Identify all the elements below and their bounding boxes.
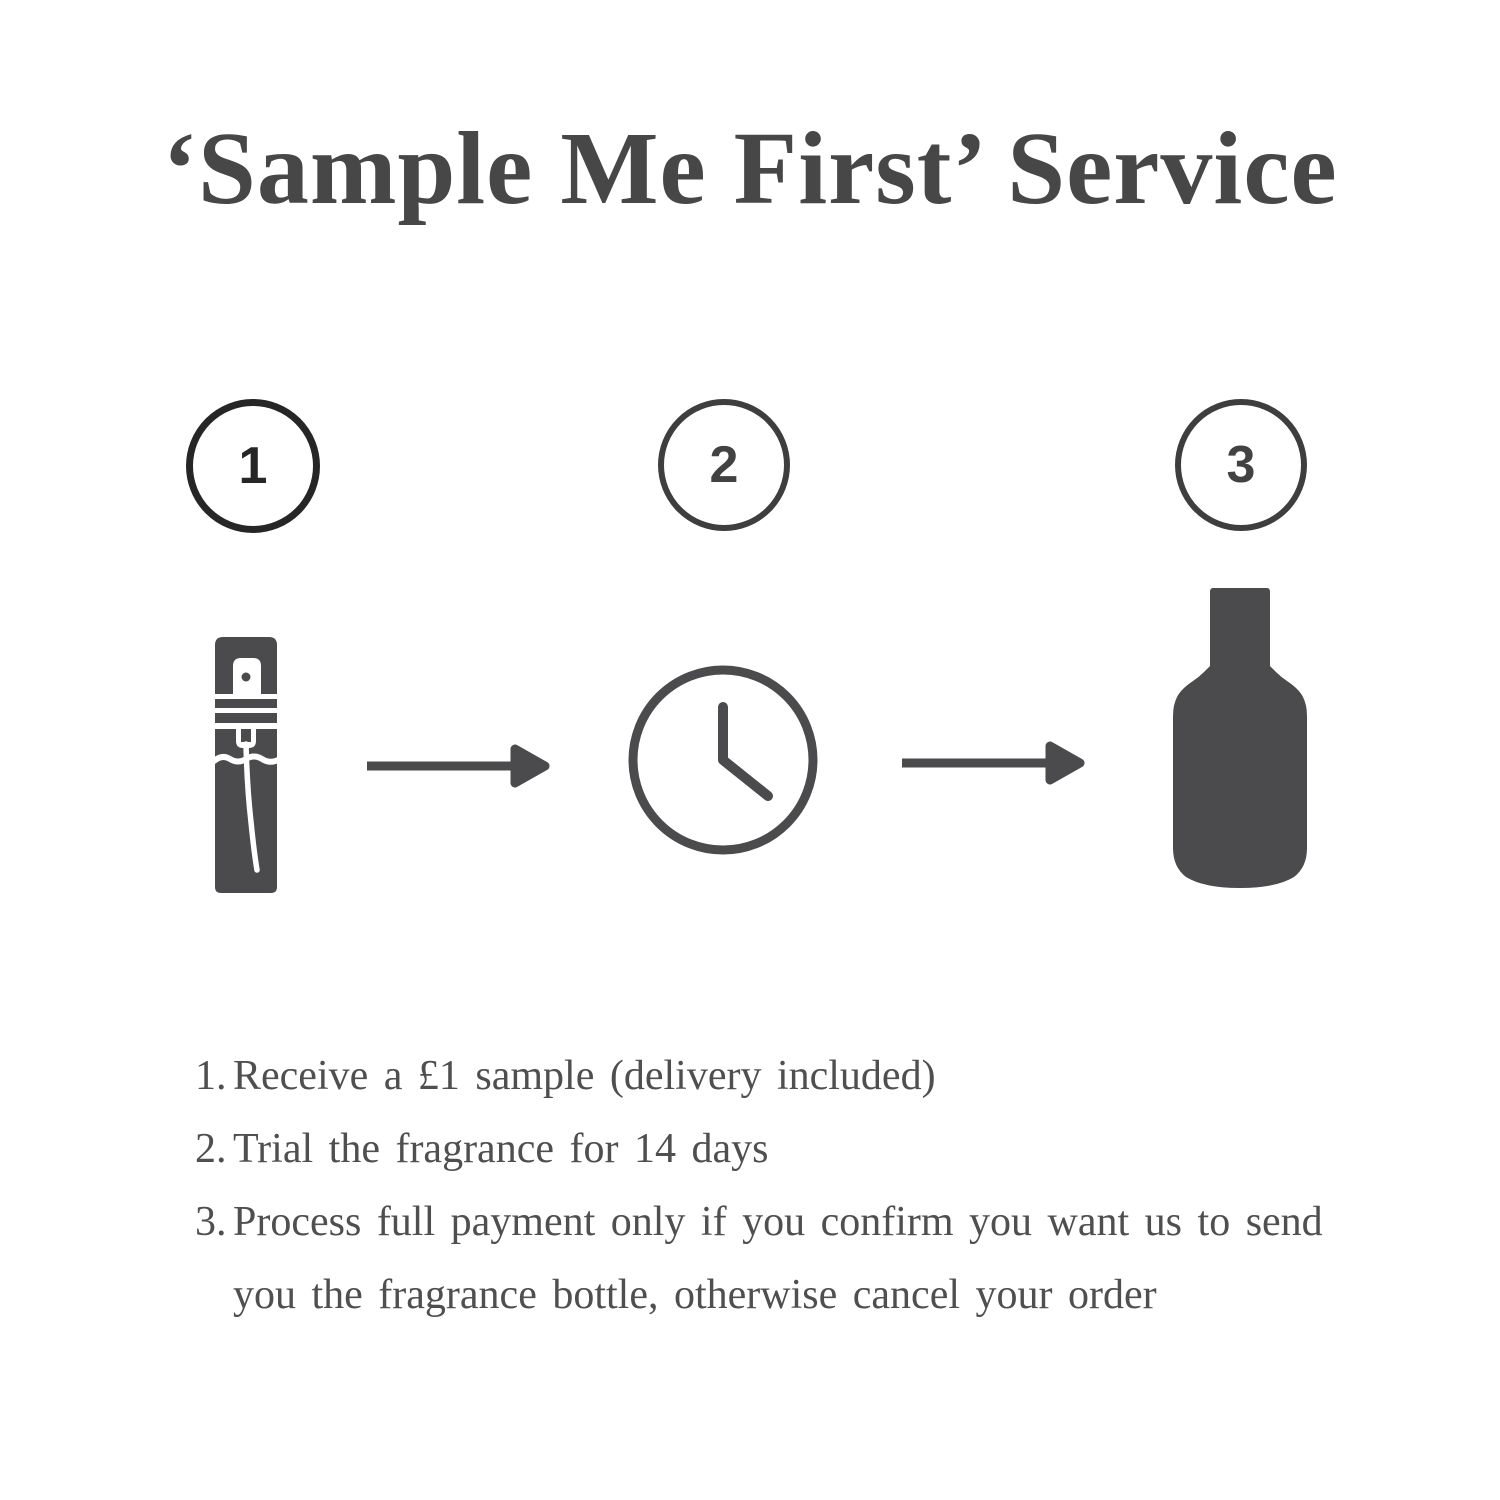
instruction-2-text: Trial the fragrance for 14 days (233, 1126, 769, 1172)
step-3-number: 3 (1226, 436, 1256, 494)
arrow-right-icon (363, 741, 553, 796)
step-3-circle: 3 (1175, 399, 1307, 531)
step-2-circle: 2 (658, 399, 790, 531)
step-1-number: 1 (238, 437, 268, 495)
page-title: ‘Sample Me First’ Service (162, 111, 1338, 226)
step-1-circle: 1 (186, 399, 320, 533)
clock-icon (628, 665, 818, 860)
instruction-item-3: 3. Process full payment only if you conf… (195, 1186, 1385, 1332)
instruction-item-1: 1. Receive a £1 sample (delivery include… (195, 1040, 1385, 1113)
arrow-right-icon (898, 738, 1088, 793)
instruction-3-number: 3. (195, 1199, 227, 1245)
step-2-number: 2 (709, 436, 739, 494)
instruction-1-text: Receive a £1 sample (delivery included) (233, 1053, 936, 1099)
instruction-1-number: 1. (195, 1053, 227, 1099)
instruction-2-number: 2. (195, 1126, 227, 1172)
instruction-item-2: 2. Trial the fragrance for 14 days (195, 1113, 1385, 1186)
sample-vial-icon (211, 637, 281, 898)
fragrance-bottle-icon (1170, 588, 1310, 899)
instructions-list: 1. Receive a £1 sample (delivery include… (195, 1040, 1385, 1332)
instruction-3-text: Process full payment only if you confirm… (233, 1199, 1323, 1318)
